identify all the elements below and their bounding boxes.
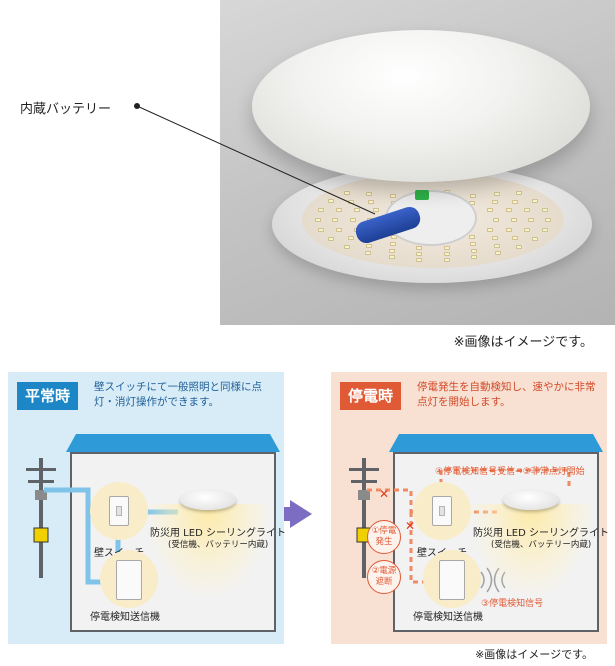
- led-chip: [491, 200, 498, 204]
- step-signal-received: ④停電検知信号受信⇒⑤非常点灯開始: [435, 467, 585, 477]
- led-chip: [354, 208, 361, 213]
- step-detection-signal: ③停電検知信号: [481, 599, 544, 609]
- led-chip: [470, 255, 477, 260]
- normal-description: 壁スイッチにて一般照明と同様に点灯・消灯操作ができます。: [94, 381, 262, 408]
- led-chip: [470, 248, 477, 253]
- ceiling-light-icon: [180, 490, 236, 510]
- transition-arrow-stem: [284, 507, 292, 521]
- image-note-bottom: ※画像はイメージです。: [475, 648, 593, 661]
- ceiling-light-icon: [503, 490, 559, 510]
- led-chip: [527, 218, 534, 222]
- led-chip: [541, 208, 548, 213]
- led-chip: [390, 235, 397, 240]
- led-chip: [343, 244, 350, 249]
- led-chip: [389, 255, 396, 260]
- led-chip: [495, 250, 502, 255]
- light-label: 防災用 LED シーリングライト: [473, 528, 609, 539]
- light-sublabel: (受信機、バッテリー内蔵): [168, 540, 269, 550]
- battery-label: 内蔵バッテリー: [20, 102, 112, 117]
- led-chip: [510, 218, 517, 222]
- led-chip: [328, 236, 335, 241]
- led-chip: [365, 243, 372, 248]
- product-photo: [220, 0, 615, 325]
- light-label: 防災用 LED シーリングライト: [150, 528, 286, 539]
- power-outage-panel: 停電時 停電発生を自動検知し、速やかに非常点灯を開始します。 ✕ ✕ ④停電検知…: [331, 372, 609, 644]
- led-chip: [389, 193, 396, 198]
- led-chip: [486, 208, 493, 213]
- led-chip: [389, 242, 396, 247]
- led-chip: [389, 248, 396, 253]
- led-chip: [541, 227, 548, 232]
- house-roof: [389, 434, 603, 452]
- led-chip: [516, 244, 523, 249]
- transmitter-label: 停電検知送信機: [90, 612, 160, 623]
- led-chip: [512, 199, 519, 204]
- transition-arrow-icon: [290, 500, 312, 528]
- light-glow: [148, 504, 268, 594]
- led-chip: [318, 227, 325, 232]
- led-chip: [505, 227, 512, 232]
- led-chip: [531, 199, 538, 204]
- led-chip: [365, 192, 372, 197]
- led-chip: [531, 236, 538, 241]
- led-chip: [332, 218, 339, 222]
- led-chip: [523, 227, 530, 232]
- led-chip: [494, 192, 500, 197]
- step-outage-occurred: ①停電 発生: [367, 520, 401, 554]
- led-chip: [416, 245, 423, 250]
- led-chip: [343, 191, 350, 196]
- led-chip: [349, 218, 356, 222]
- transmitter-icon: [439, 560, 465, 600]
- led-chip: [336, 208, 343, 213]
- normal-tag: 平常時: [17, 382, 79, 410]
- led-chip: [443, 257, 450, 262]
- led-chip: [512, 236, 519, 241]
- led-chip: [373, 208, 379, 213]
- led-chip: [443, 251, 450, 256]
- led-chip: [318, 208, 325, 213]
- led-chip: [470, 193, 477, 198]
- lamp-dome: [252, 30, 590, 182]
- normal-operation-panel: 平常時 壁スイッチにて一般照明と同様に点灯・消灯操作ができます。 壁スイッチ 防…: [8, 372, 286, 644]
- led-chip: [416, 251, 423, 256]
- led-chip: [493, 218, 500, 222]
- outage-description: 停電発生を自動検知し、速やかに非常点灯を開始します。: [417, 381, 596, 408]
- outage-tag: 停電時: [340, 382, 402, 410]
- led-chip: [336, 227, 343, 232]
- led-chip: [469, 235, 476, 240]
- utility-pole-icon: [26, 458, 56, 578]
- led-chip: [470, 242, 477, 247]
- step-power-cutoff: ②電源 遮断: [367, 560, 401, 594]
- led-chip: [505, 208, 512, 213]
- led-chip: [523, 208, 530, 213]
- led-chip: [416, 257, 423, 262]
- image-note-top: ※画像はイメージです。: [453, 335, 593, 350]
- led-chip: [347, 199, 354, 204]
- house-roof: [66, 434, 280, 452]
- led-chip: [364, 250, 371, 255]
- led-chip: [494, 243, 500, 248]
- led-chip: [328, 199, 335, 204]
- led-chip: [491, 235, 498, 240]
- led-chip: [516, 191, 523, 196]
- led-chip: [315, 218, 321, 222]
- led-chip: [368, 200, 375, 204]
- green-chip: [415, 190, 429, 200]
- light-glow: [471, 504, 591, 594]
- led-chip: [347, 236, 354, 241]
- wall-switch-icon: [109, 496, 129, 526]
- led-chip: [486, 227, 493, 232]
- wall-switch-icon: [432, 496, 452, 526]
- light-sublabel: (受信機、バッテリー内蔵): [491, 540, 592, 550]
- transmitter-icon: [116, 560, 142, 600]
- transmitter-label: 停電検知送信機: [413, 612, 483, 623]
- led-chip: [545, 218, 551, 222]
- led-chip: [443, 245, 450, 250]
